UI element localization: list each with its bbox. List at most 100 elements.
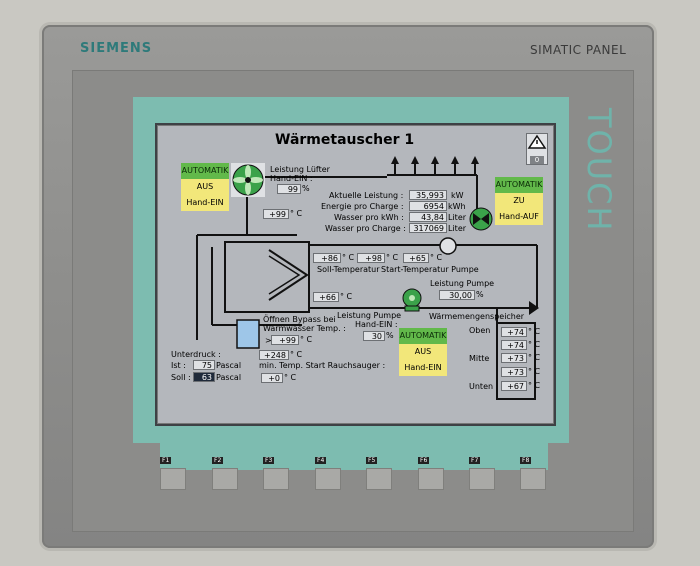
- fan-mode-control[interactable]: AUTOMATIK AUS Hand-EIN: [181, 163, 229, 211]
- fan-power-unit: %: [302, 184, 310, 193]
- storage-unit: ° C: [528, 353, 541, 362]
- function-key-label: F7: [469, 457, 481, 464]
- soll-value[interactable]: 63: [193, 372, 215, 382]
- pump-manual-value[interactable]: 30: [363, 331, 385, 341]
- water-charge-unit: Liter: [448, 224, 467, 233]
- fan-manual: Hand-EIN: [181, 195, 229, 211]
- min-temp-2-value[interactable]: +0: [261, 373, 283, 383]
- alarm-count: 0: [530, 156, 544, 164]
- current-power-unit: kW: [451, 191, 464, 200]
- energy-unit: kWh: [448, 202, 466, 211]
- soll-unit: Pascal: [216, 373, 242, 382]
- storage-level-label-mid: Mitte: [469, 354, 490, 363]
- storage-unit: ° C: [528, 327, 541, 336]
- function-key-label: F8: [520, 457, 532, 464]
- ist-unit: Pascal: [216, 361, 242, 370]
- start-temp-label: Start-Temperatur Pumpe: [381, 265, 479, 274]
- pump-manual: Hand-EIN: [399, 360, 447, 376]
- min-temp-value: +248: [259, 350, 289, 360]
- vacuum-label: Unterdruck :: [171, 350, 221, 359]
- storage-unit: ° C: [528, 367, 541, 376]
- function-key-label: F2: [212, 457, 224, 464]
- valve-icon: [469, 207, 493, 231]
- valve-mode-control[interactable]: AUTOMATIK ZU Hand-AUF: [495, 177, 543, 225]
- energy-label: Energie pro Charge :: [321, 202, 404, 211]
- pump-manual-label-2: Hand-EIN :: [355, 320, 398, 329]
- storage-value-top-1: +74: [501, 327, 527, 337]
- pump-mode-control[interactable]: AUTOMATIK AUS Hand-EIN: [399, 328, 447, 376]
- storage-value-bottom-2: +67: [501, 381, 527, 391]
- storage-level-label-bottom: Unten: [469, 382, 494, 391]
- start-pump-value[interactable]: +65: [403, 253, 429, 263]
- pump-state: AUS: [399, 344, 447, 360]
- function-key-label: F6: [418, 457, 430, 464]
- function-key-strip: [160, 440, 548, 470]
- pump-manual-label-1: Leistung Pumpe: [337, 311, 402, 320]
- fan-power-label: Leistung Lüfter: [270, 165, 330, 174]
- storage-value-mid-1: +73: [501, 353, 527, 363]
- min-temp-unit: ° C: [290, 350, 303, 359]
- temp-unit: ° C: [290, 209, 303, 218]
- hmi-screen: Wärmetauscher 1 0 AUTOMATIK AUS Hand-EIN…: [155, 123, 556, 426]
- bypass-value[interactable]: +99: [271, 335, 299, 345]
- function-key-f1[interactable]: F1: [160, 447, 188, 490]
- function-key-label: F5: [366, 457, 378, 464]
- return-temp-value: +66: [313, 292, 339, 302]
- alarm-button[interactable]: 0: [526, 133, 548, 165]
- device-model: SIMATIC PANEL: [530, 43, 627, 57]
- function-key-label: F3: [263, 457, 275, 464]
- water-kwh-label: Wasser pro kWh :: [334, 213, 404, 222]
- bypass-label-1: Öffnen Bypass bei: [263, 315, 336, 324]
- start-temp-unit: ° C: [386, 253, 399, 262]
- function-key-f4[interactable]: F4: [315, 447, 343, 490]
- ist-label: Ist :: [171, 361, 186, 370]
- soll-temp-label: Soll-Temperatur: [317, 265, 380, 274]
- touch-label: TOUCH: [580, 108, 618, 233]
- fan-state: AUS: [181, 179, 229, 195]
- soll-temp-value[interactable]: +86: [313, 253, 341, 263]
- pump-power-value: 30,00: [439, 290, 475, 300]
- storage-value-bottom-1: +73: [501, 367, 527, 377]
- pump-manual-unit: %: [386, 331, 394, 340]
- function-key-f3[interactable]: F3: [263, 447, 291, 490]
- process-schematic: [196, 156, 539, 400]
- start-temp-value[interactable]: +98: [357, 253, 385, 263]
- current-power-label: Aktuelle Leistung :: [329, 191, 404, 200]
- function-key-label: F1: [160, 457, 172, 464]
- valve-manual: Hand-AUF: [495, 209, 543, 225]
- function-key-f8[interactable]: F8: [520, 447, 548, 490]
- fan-mode: AUTOMATIK: [181, 163, 229, 179]
- function-key-f7[interactable]: F7: [469, 447, 497, 490]
- storage-label: Wärmemengenspeicher: [429, 312, 525, 321]
- water-charge-label: Wasser pro Charge :: [325, 224, 406, 233]
- bypass-prefix: >: [265, 336, 272, 345]
- function-key-label: F4: [315, 457, 327, 464]
- brand-logo: SIEMENS: [80, 41, 153, 56]
- function-key-f5[interactable]: F5: [366, 447, 394, 490]
- valve-mode: AUTOMATIK: [495, 177, 543, 193]
- temp-top-left: +99: [263, 209, 289, 219]
- current-power-value: 35,993: [409, 190, 447, 200]
- storage-unit: ° C: [528, 340, 541, 349]
- water-charge-value: 317069: [409, 223, 447, 233]
- fan-manual-label: Hand-EIN :: [270, 174, 313, 183]
- fan-power-input[interactable]: 99: [277, 184, 301, 194]
- bypass-unit: ° C: [300, 335, 313, 344]
- storage-value-top-2: +74: [501, 340, 527, 350]
- page-title: Wärmetauscher 1: [275, 132, 415, 148]
- valve-state: ZU: [495, 193, 543, 209]
- energy-value: 6954: [409, 201, 447, 211]
- pump-power-label: Leistung Pumpe: [430, 279, 495, 288]
- min-temp-label: min. Temp. Start Rauchsauger :: [259, 361, 386, 370]
- bypass-label-2: Warmwasser Temp. :: [263, 324, 346, 333]
- function-key-f2[interactable]: F2: [212, 447, 240, 490]
- warning-icon: [527, 134, 547, 149]
- min-temp-2-unit: ° C: [284, 373, 297, 382]
- start-pump-unit: ° C: [430, 253, 443, 262]
- water-kwh-value: 43,84: [409, 212, 447, 222]
- pump-mode: AUTOMATIK: [399, 328, 447, 344]
- function-key-f6[interactable]: F6: [418, 447, 446, 490]
- storage-unit: ° C: [528, 381, 541, 390]
- pump-power-unit: %: [476, 290, 484, 299]
- soll-temp-unit: ° C: [342, 253, 355, 262]
